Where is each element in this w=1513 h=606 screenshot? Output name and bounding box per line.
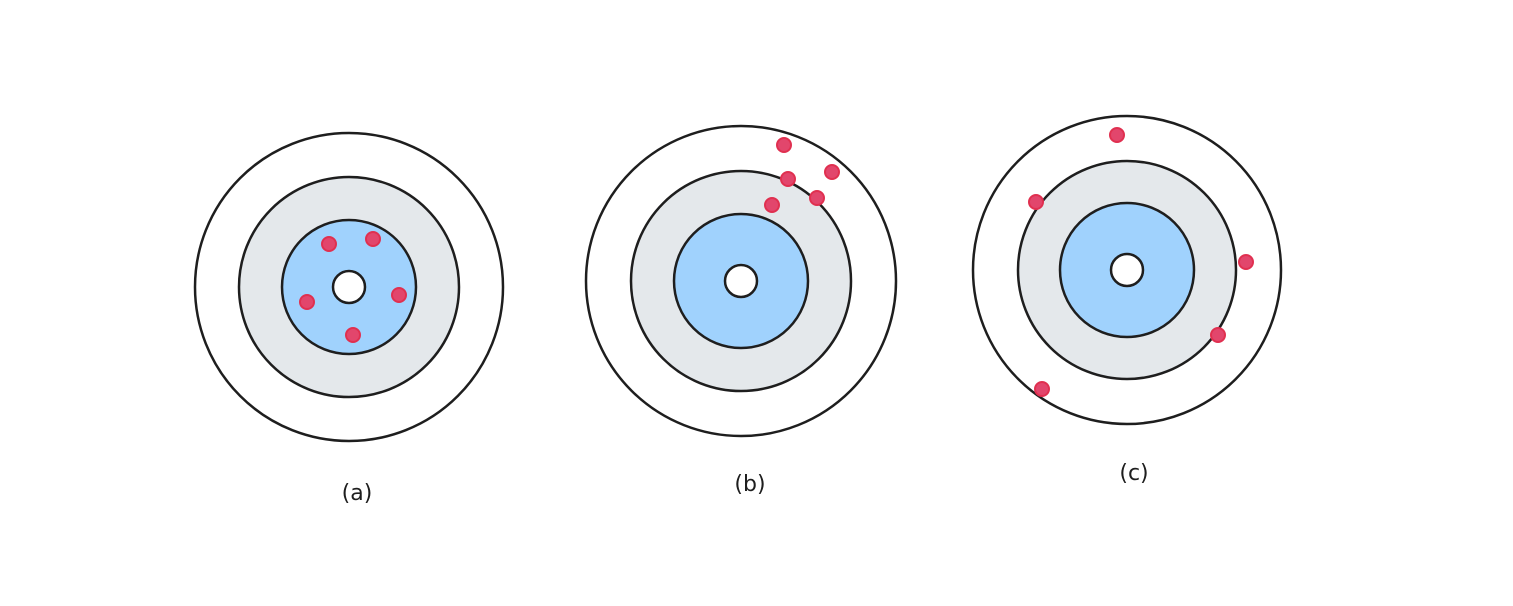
hit-dot <box>1210 327 1226 343</box>
hit-dot <box>1028 194 1044 210</box>
hit-dot <box>776 137 792 153</box>
hit-dot <box>1238 254 1254 270</box>
bullseye <box>331 269 367 305</box>
target-c <box>971 114 1283 426</box>
target-label: (b) <box>734 472 765 497</box>
hit-dot <box>345 327 361 343</box>
hit-dot <box>391 287 407 303</box>
target-label: (a) <box>342 481 373 506</box>
hit-dot <box>1109 127 1125 143</box>
hit-dot <box>299 294 315 310</box>
hit-dot <box>321 236 337 252</box>
hit-dot <box>824 164 840 180</box>
hit-dot <box>780 171 796 187</box>
bullseye <box>1109 252 1145 288</box>
hit-dot <box>365 231 381 247</box>
target-b <box>584 124 898 438</box>
bullseye <box>723 263 759 299</box>
target-a <box>193 131 505 443</box>
hit-dot <box>764 197 780 213</box>
target-label: (c) <box>1119 461 1148 486</box>
hit-dot <box>1034 381 1050 397</box>
hit-dot <box>809 190 825 206</box>
